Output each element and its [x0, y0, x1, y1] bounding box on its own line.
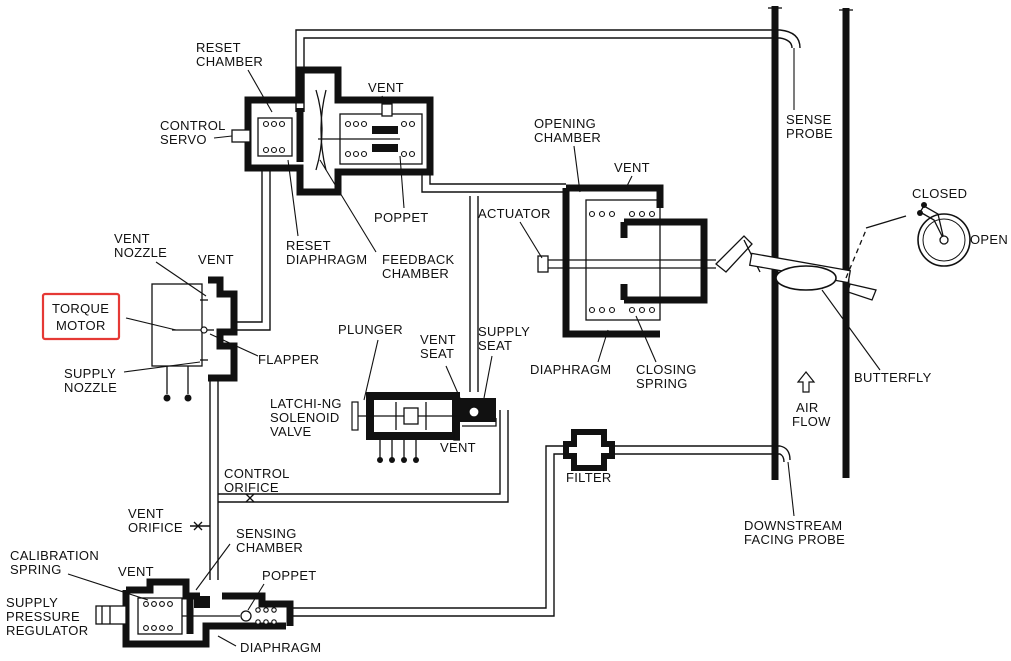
label-diaphragm-actuator: DIAPHRAGM [530, 362, 611, 377]
label-flapper: FLAPPER [258, 352, 319, 367]
label-torque-motor-1: TORQUE [52, 301, 109, 316]
position-indicator [917, 202, 971, 267]
label-control-orifice-2: ORIFICE [224, 480, 279, 495]
label-vent-top: VENT [368, 80, 404, 95]
label-control-orifice-1: CONTROL [224, 466, 290, 481]
label-supply-pressure-regulator-2: PRESSURE [6, 609, 80, 624]
label-sensing-chamber-2: CHAMBER [236, 540, 303, 555]
label-filter: FILTER [566, 470, 612, 485]
label-supply-nozzle-2: NOZZLE [64, 380, 117, 395]
label-vent-orifice-2: ORIFICE [128, 520, 183, 535]
calibration-spring [143, 601, 173, 631]
label-vent-regulator: VENT [118, 564, 154, 579]
label-control-servo-1: CONTROL [160, 118, 226, 133]
sense-probe-pipe [295, 29, 801, 112]
label-butterfly: BUTTERFLY [854, 370, 932, 385]
reset-spring [262, 120, 286, 154]
label-air-flow-2: FLOW [792, 414, 831, 429]
label-control-servo-2: SERVO [160, 132, 207, 147]
label-supply-seat-1: SUPPLY [478, 324, 530, 339]
label-vent-torque: VENT [198, 252, 234, 267]
label-feedback-chamber-2: CHAMBER [382, 266, 449, 281]
filter [290, 429, 791, 617]
air-flow-arrow [796, 371, 816, 393]
label-closing-spring-2: SPRING [636, 376, 688, 391]
labels: RESET CHAMBER CONTROL SERVO VENT POPPET … [6, 40, 1008, 655]
label-calibration-spring-2: SPRING [10, 562, 62, 577]
label-closed: CLOSED [912, 186, 967, 201]
label-vent-actuator: VENT [614, 160, 650, 175]
duct [768, 6, 853, 480]
control-orifice-marker [245, 493, 255, 503]
label-downstream-probe-1: DOWNSTREAM [744, 518, 842, 533]
label-latching-solenoid-3: VALVE [270, 424, 312, 439]
label-supply-pressure-regulator-1: SUPPLY [6, 595, 58, 610]
control-servo [231, 66, 566, 196]
label-sense-probe-1: SENSE [786, 112, 832, 127]
control-pipes [209, 170, 509, 580]
label-reset-chamber-2: CHAMBER [196, 54, 263, 69]
label-vent-orifice-1: VENT [128, 506, 164, 521]
label-calibration-spring-1: CALIBRATION [10, 548, 99, 563]
label-reset-diaphragm-1: RESET [286, 238, 331, 253]
label-vent-solenoid: VENT [440, 440, 476, 455]
label-reset-chamber-1: RESET [196, 40, 241, 55]
label-feedback-chamber-1: FEEDBACK [382, 252, 455, 267]
leader-lines [67, 48, 881, 647]
label-poppet-regulator: POPPET [262, 568, 317, 583]
label-vent-nozzle-1: VENT [114, 231, 150, 246]
closing-spring [588, 210, 656, 314]
label-sense-probe-2: PROBE [786, 126, 833, 141]
label-open: OPEN [970, 232, 1008, 247]
label-supply-nozzle-1: SUPPLY [64, 366, 116, 381]
label-supply-seat-2: SEAT [478, 338, 512, 353]
torque-motor-highlight [41, 292, 121, 341]
feedback-spring [344, 120, 416, 158]
label-plunger: PLUNGER [338, 322, 403, 337]
supply-pressure-regulator [95, 578, 294, 648]
latching-solenoid-valve [351, 392, 497, 463]
label-opening-chamber-2: CHAMBER [534, 130, 601, 145]
label-actuator: ACTUATOR [478, 206, 551, 221]
torque-motor [151, 276, 238, 402]
butterfly-valve [748, 215, 907, 301]
label-latching-solenoid-1: LATCHI-NG [270, 396, 342, 411]
label-reset-diaphragm-2: DIAPHRAGM [286, 252, 367, 267]
label-vent-seat-2: SEAT [420, 346, 454, 361]
label-sensing-chamber-1: SENSING [236, 526, 297, 541]
label-air-flow-1: AIR [796, 400, 819, 415]
label-latching-solenoid-2: SOLENOID [270, 410, 340, 425]
actuator [537, 184, 761, 338]
label-torque-motor-2: MOTOR [56, 318, 106, 333]
label-closing-spring-1: CLOSING [636, 362, 697, 377]
label-supply-pressure-regulator-3: REGULATOR [6, 623, 88, 638]
label-poppet-top: POPPET [374, 210, 429, 225]
label-diaphragm-regulator: DIAPHRAGM [240, 640, 321, 655]
label-opening-chamber-1: OPENING [534, 116, 596, 131]
label-vent-nozzle-2: NOZZLE [114, 245, 167, 260]
label-downstream-probe-2: FACING PROBE [744, 532, 845, 547]
label-vent-seat-1: VENT [420, 332, 456, 347]
